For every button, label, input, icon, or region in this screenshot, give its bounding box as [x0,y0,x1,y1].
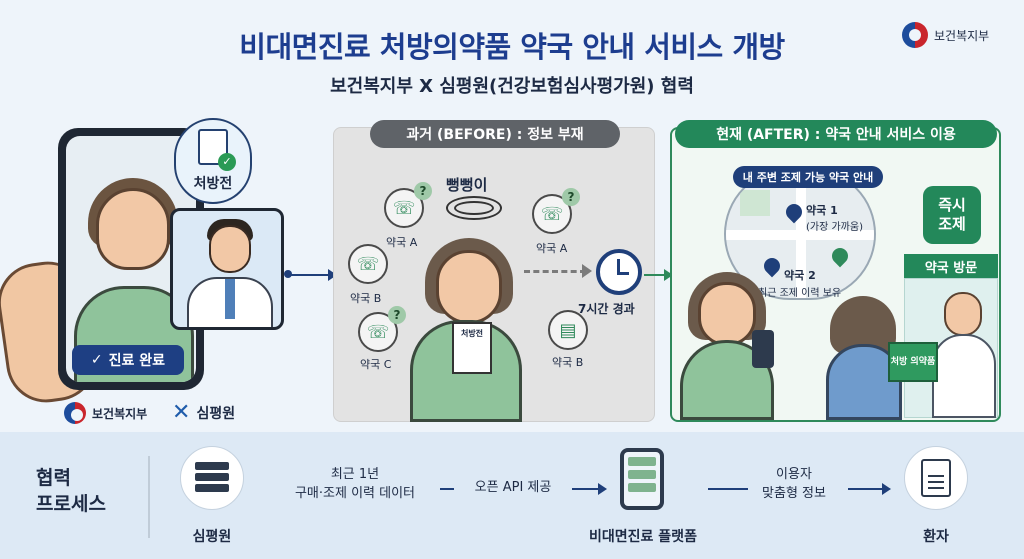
question-icon: ? [562,188,580,206]
pharmacy2-note: 최근 조제 이력 보유 [758,288,842,299]
check-badge-icon: ✓ [218,153,236,171]
call-pharmacy-a2: ☏ ? [532,188,580,234]
page-subtitle: 보건복지부 X 심평원(건강보험심사평가원) 협력 [330,76,694,97]
process-arrow-line [708,488,748,490]
ringing-sound-text: 뻥뻥이 [446,176,488,194]
taegeuk-icon [64,402,86,424]
call-pharmacy-b2: ▤ [548,310,588,350]
nearby-map [724,168,876,300]
step1-text: 최근 1년 구매·조제 이력 데이터 [270,466,440,504]
phone-call-icon: ☏ [348,244,388,284]
step3-line2: 맞춤형 정보 [762,485,826,501]
hira-node [180,446,244,510]
done-label: 진료 완료 [108,353,166,369]
patient-face [96,188,170,270]
taegeuk-icon [902,22,928,48]
ministry-logo-bottom: 보건복지부 [64,402,147,424]
clock-hand-hour [617,259,620,275]
pharmacy-label: 약국 A [386,236,418,249]
medicine-box: 처방 의약품 [888,342,938,382]
process-label: 협력 프로세스 [36,466,106,517]
immediate-dispense-badge: 즉시 조제 [923,186,981,244]
connector-line-green [644,274,666,276]
patient-node-label: 환자 [923,529,949,545]
document-icon: ▤ [548,310,588,350]
pharmacy-label: 약국 C [360,358,392,371]
map-park [740,190,770,216]
app-user-face [698,282,756,346]
waiting-dashed-line [524,270,586,273]
pharmacy2-label: 약국 2 [784,269,816,282]
logo-hira-label: 심평원 [196,406,236,422]
pharmacy1-label: 약국 1 [806,204,838,217]
patient-node [904,446,968,510]
server-database-icon [195,462,229,494]
platform-node [620,448,664,510]
immediate-line2: 조제 [938,215,966,233]
ministry-logo-top: 보건복지부 [902,22,989,48]
pharmacist-face [944,292,982,336]
process-strip [0,432,1024,559]
pharmacist-body [932,334,996,418]
elapsed-time: 7시간 경과 [578,302,635,316]
hira-logo-icon: ✕ [172,400,191,425]
question-icon: ? [388,306,406,324]
step1-line2: 구매·조제 이력 데이터 [294,485,416,501]
connector-line [286,274,330,276]
process-arrow-line [440,488,454,490]
step3-text: 이용자 맞춤형 정보 [744,466,844,504]
process-divider [148,456,150,538]
doctor-video-card [170,208,284,330]
logo-ministry-label: 보건복지부 [92,406,148,421]
question-icon: ? [414,182,432,200]
platform-node-label: 비대면진료 플랫폼 [589,529,697,545]
process-arrow-line [848,488,882,490]
prescription-paper: 처방전 [452,322,492,374]
call-pharmacy-b1: ☏ [348,244,388,284]
consultation-done-badge: ✓ 진료 완료 [72,345,184,375]
after-tag: 현재 (AFTER) : 약국 안내 서비스 이용 [675,120,997,148]
page-title: 비대면진료 처방의약품 약국 안내 서비스 개방 [239,30,785,64]
ministry-name: 보건복지부 [934,28,990,43]
process-arrowhead [882,483,891,495]
process-arrow-line [572,488,598,490]
hira-node-label: 심평원 [192,529,232,545]
pharmacy-label: 약국 A [536,242,568,255]
process-arrowhead [598,483,607,495]
map-tag: 내 주변 조제 가능 약국 안내 [733,166,883,188]
map-road [796,170,806,298]
connector-arrowhead [328,269,337,281]
pharmacy1-note: (가장 가까움) [806,222,863,233]
receipt-icon [921,459,951,497]
clock-hand-minute [617,272,629,275]
process-label-line2: 프로세스 [36,492,106,515]
dizzy-spiral-inner [454,201,494,215]
pharmacy-label: 약국 B [350,292,382,305]
step1-line1: 최근 1년 [330,467,380,482]
worried-patient-face [436,250,502,324]
pharmacy-visit-sign: 약국 방문 [904,254,998,278]
check-icon: ✓ [90,352,103,368]
waiting-arrowhead [582,264,592,278]
doctor-tie [225,279,235,319]
mobile-app-icon [620,448,664,510]
phone-call-icon: ☏ [384,188,424,228]
step3-line1: 이용자 [776,467,812,482]
pharmacy-label: 약국 B [552,356,584,369]
prescription-label: 처방전 [193,176,233,192]
before-tag: 과거 (BEFORE) : 정보 부재 [370,120,620,148]
doctor-face [209,225,251,273]
prescription-bubble: ✓ 처방전 [174,118,252,204]
hira-logo: ✕ 심평원 [172,402,235,424]
clock-icon [596,249,642,295]
smartphone-icon [752,330,774,368]
prescription-icon: ✓ [198,129,236,171]
call-pharmacy-c: ☏ ? [358,306,406,352]
connector-arrowhead-green [664,269,673,281]
process-label-line1: 협력 [36,467,71,489]
dizzy-spiral [446,196,502,220]
call-pharmacy-a1: ☏ ? [384,182,432,228]
step2-text: 오픈 API 제공 [474,480,552,495]
immediate-line1: 즉시 [938,196,966,215]
